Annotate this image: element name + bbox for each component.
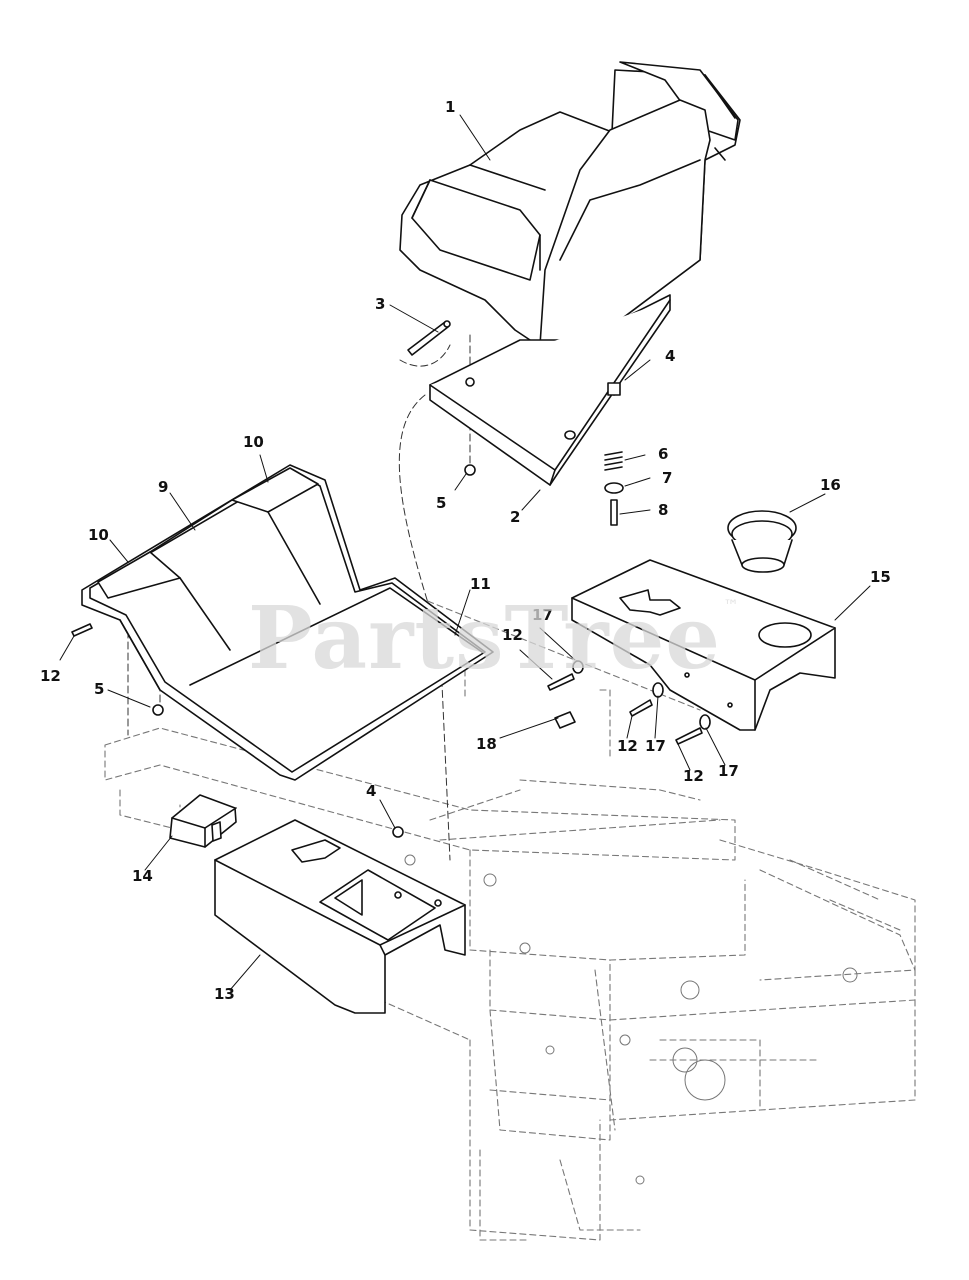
callout-16: 16 [820,476,841,494]
front-panel [214,819,466,1014]
callout-4-lower: 4 [366,782,376,800]
rear-panel [571,559,836,731]
callout-12-mid: 12 [502,626,523,644]
callout-labels: 1 2 3 4 4 5 5 6 7 8 9 10 10 11 12 12 12 … [40,98,891,1003]
callout-8: 8 [658,501,668,519]
callout-5-floor: 5 [94,680,104,698]
watermark-text: PartsTree [248,588,722,689]
frame-outline [104,589,916,1241]
floor-pan [81,464,494,781]
seat-pin [407,320,451,356]
callout-15: 15 [870,568,891,586]
callout-17-right-b: 17 [718,762,739,780]
trademark-symbol: ™ [723,596,741,615]
callout-4-seat: 4 [665,347,675,365]
pedal [169,794,237,848]
callout-2: 2 [510,508,520,526]
callout-13: 13 [214,985,235,1003]
callout-10-left: 10 [88,526,109,544]
callout-6: 6 [658,445,668,463]
fuel-cap [727,510,797,573]
callout-1: 1 [445,98,455,116]
callout-12-right-a: 12 [617,737,638,755]
callout-9: 9 [158,478,168,496]
callout-12-right-b: 12 [683,767,704,785]
callout-17-right-a: 17 [645,737,666,755]
callout-17-mid: 17 [532,606,553,624]
callout-11: 11 [470,575,491,593]
callout-12-left: 12 [40,667,61,685]
callout-3: 3 [375,295,385,313]
callout-14: 14 [132,867,153,885]
frame-holes [404,854,858,1185]
seat [399,61,741,351]
leader-lines [59,114,871,991]
callout-7: 7 [662,469,672,487]
callout-10-right: 10 [243,433,264,451]
callout-5-seat: 5 [436,494,446,512]
hardware [71,382,711,838]
callout-18: 18 [476,735,497,753]
